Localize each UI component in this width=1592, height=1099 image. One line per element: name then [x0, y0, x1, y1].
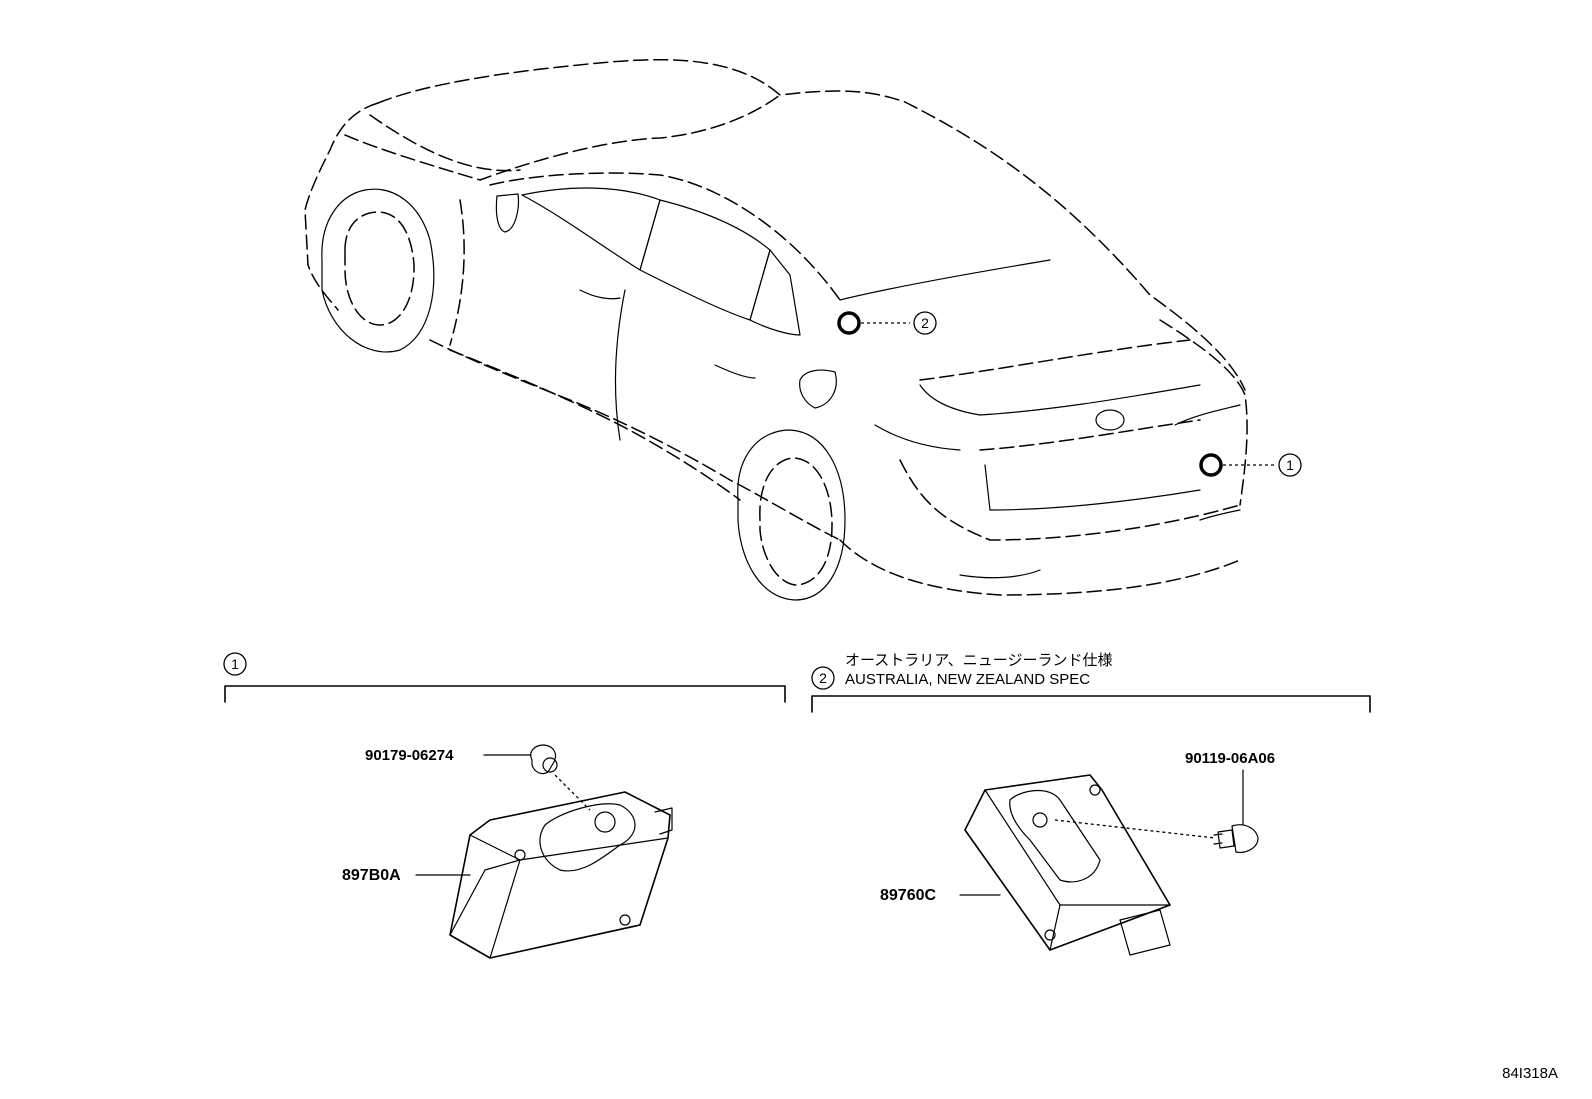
module-89760C-illustration [964, 774, 1171, 956]
illustration-code: 84I318A [1502, 1065, 1558, 1082]
part-number-90179-06274: 90179-06274 [365, 747, 454, 764]
module-897B0A-illustration [449, 791, 673, 959]
part-number-897B0A: 897B0A [342, 867, 401, 884]
callout-2-label: 2 [921, 315, 929, 331]
vehicle-illustration [304, 58, 1248, 601]
callout-1-label: 1 [1286, 457, 1294, 473]
spec-note-english: AUSTRALIA, NEW ZEALAND SPEC [845, 671, 1090, 688]
callout-1-location: 1 [1199, 453, 1302, 477]
spec-note-japanese: オーストラリア、ニュージーランド仕様 [845, 652, 1112, 669]
part-number-89760C: 89760C [880, 887, 936, 904]
section-2-number: 2 [819, 670, 827, 686]
section-1: 1 90179-06274 897B0A [223, 652, 786, 959]
bolt-90179-06274-illustration [530, 744, 591, 811]
section-1-number: 1 [231, 656, 239, 672]
callout-2-location: 2 [837, 311, 937, 335]
bolt-89760C-dashed-leader [1054, 819, 1216, 839]
part-number-90119-06A06: 90119-06A06 [1185, 750, 1275, 767]
bolt-90119-06A06-illustration [1213, 769, 1259, 853]
section-2: 2 オーストラリア、ニュージーランド仕様 AUSTRALIA, NEW ZEAL… [811, 652, 1371, 956]
